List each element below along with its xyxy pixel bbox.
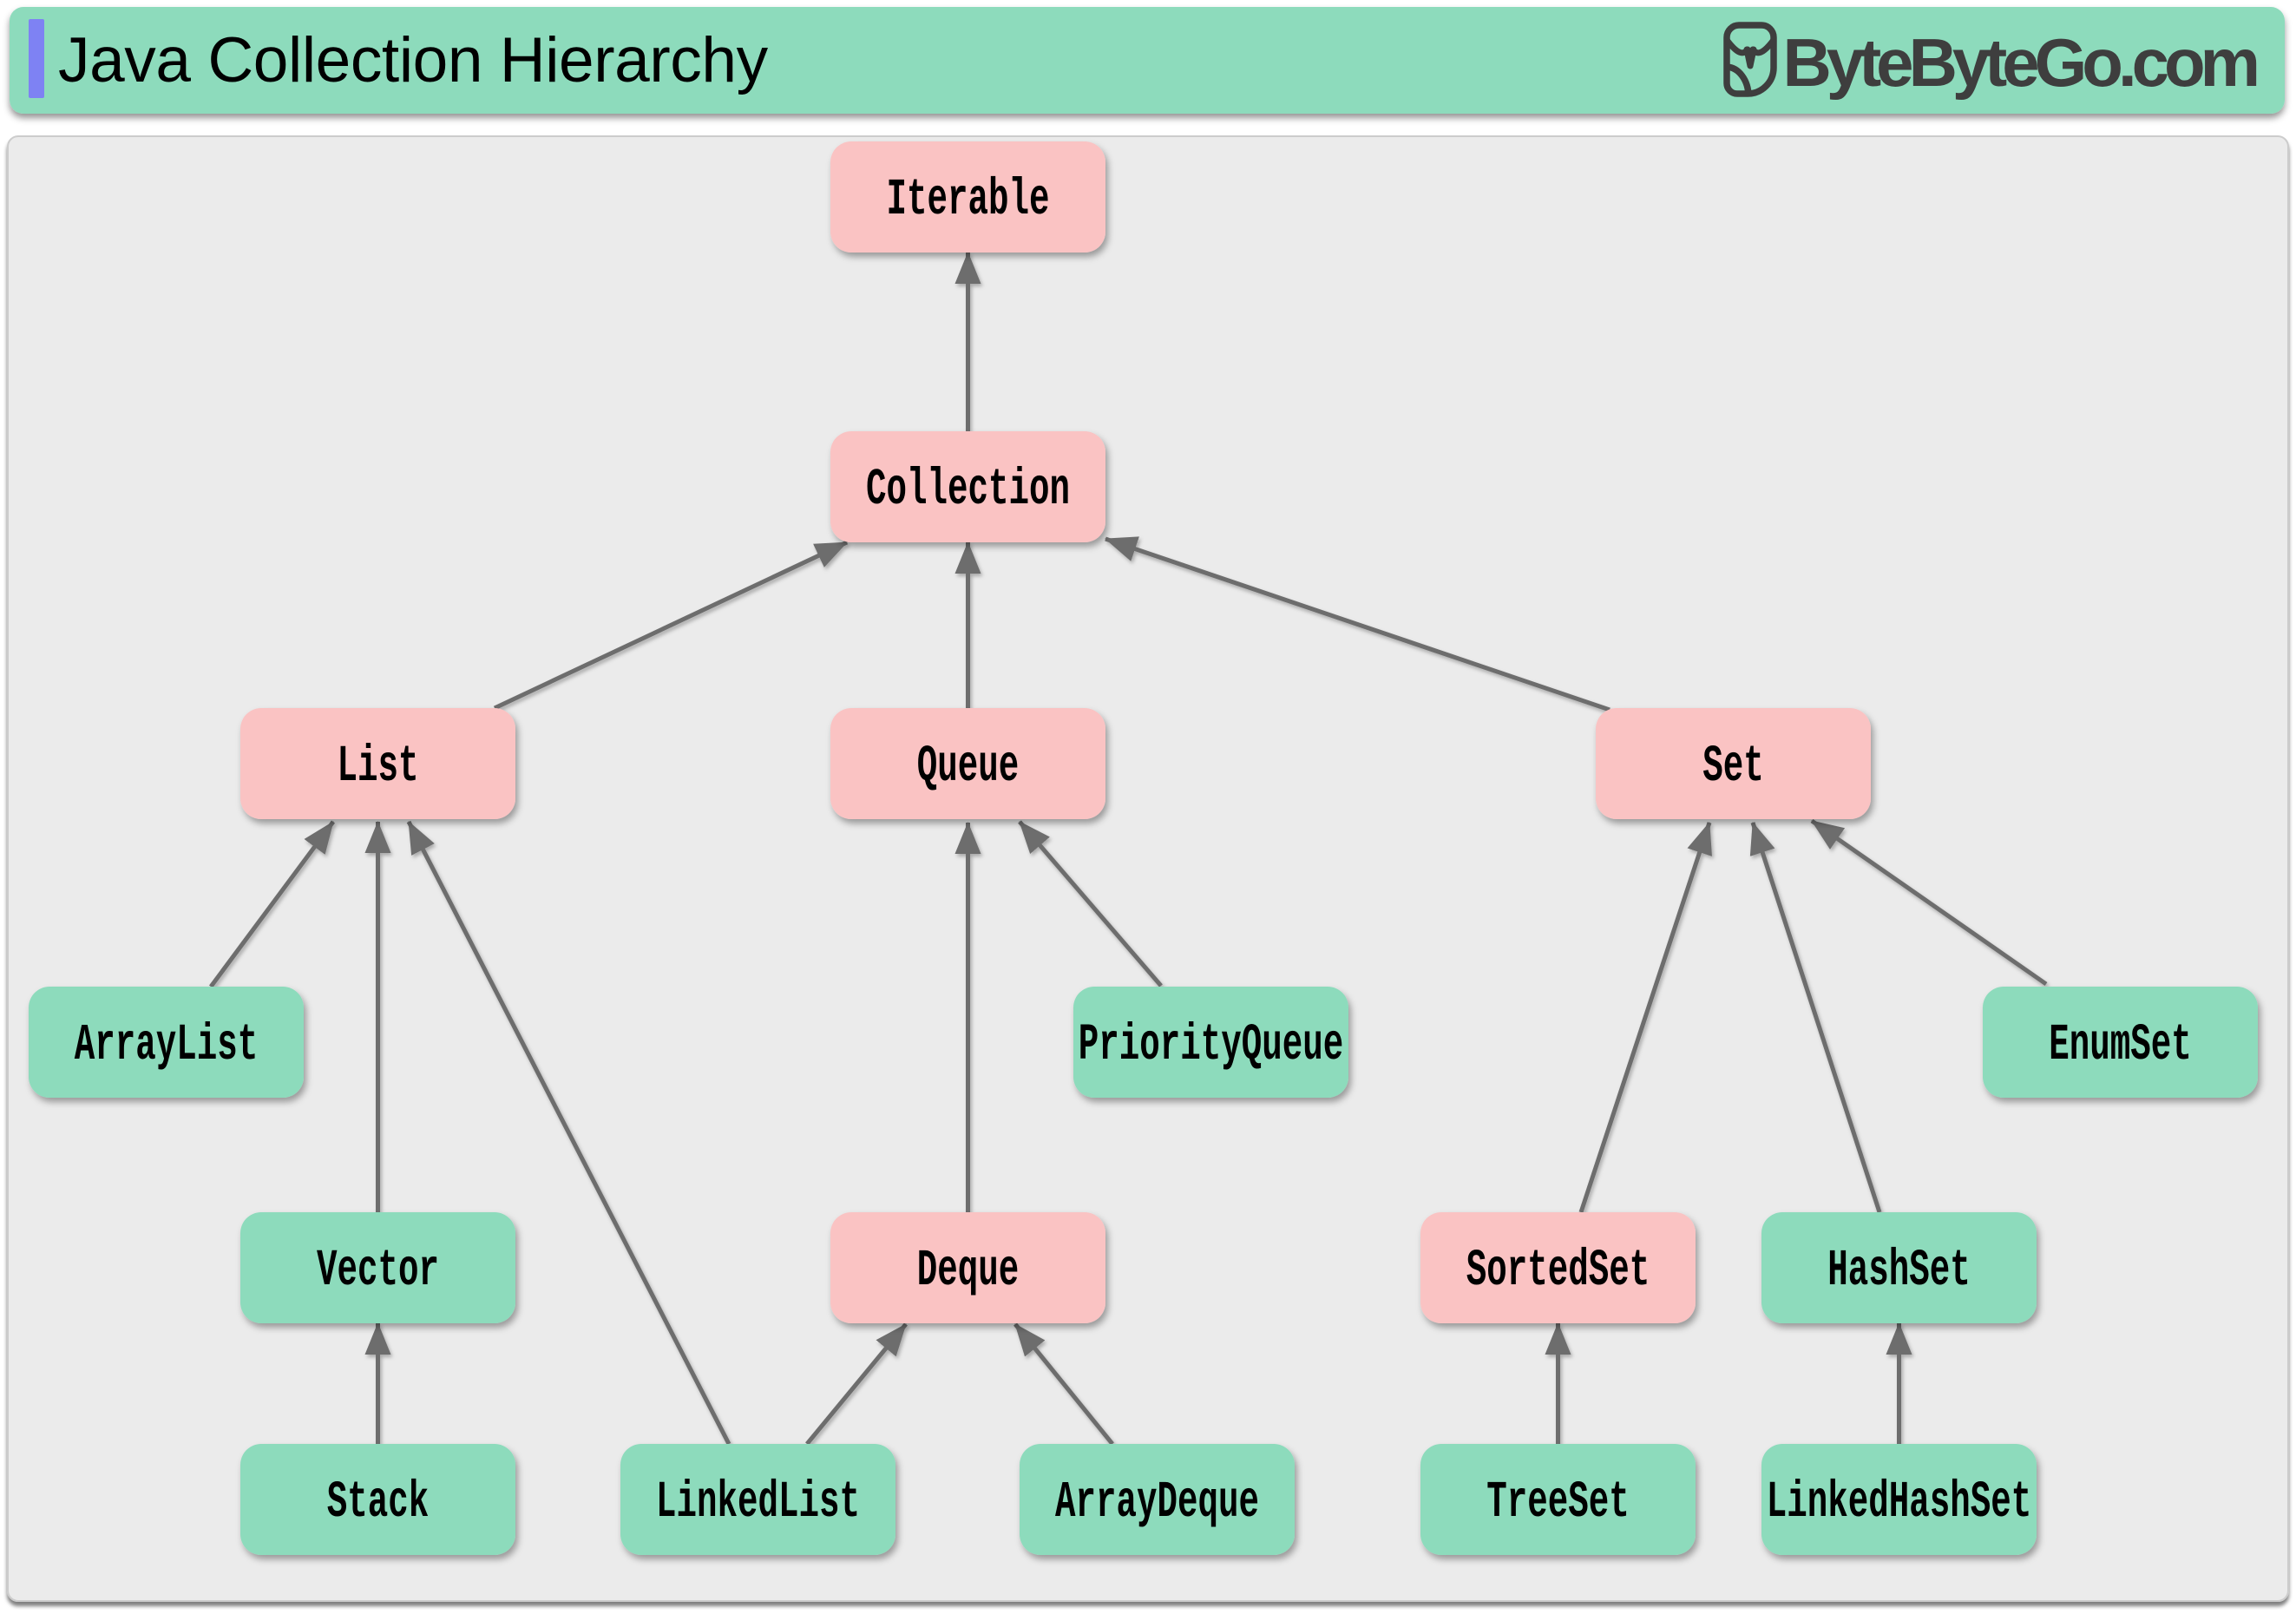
svg-text:Stack: Stack: [327, 1473, 430, 1532]
svg-text:LinkedList: LinkedList: [656, 1473, 860, 1532]
svg-text:Iterable: Iterable: [887, 171, 1050, 229]
svg-text:SortedSet: SortedSet: [1466, 1242, 1650, 1300]
svg-text:ArrayDeque: ArrayDeque: [1055, 1473, 1259, 1532]
svg-text:PriorityQueue: PriorityQueue: [1079, 1016, 1344, 1074]
svg-text:HashSet: HashSet: [1827, 1242, 1971, 1300]
svg-text:LinkedHashSet: LinkedHashSet: [1767, 1473, 2032, 1532]
svg-text:EnumSet: EnumSet: [2049, 1016, 2192, 1074]
svg-text:Set: Set: [1702, 738, 1764, 796]
svg-text:Java Collection Hierarchy: Java Collection Hierarchy: [58, 25, 769, 95]
svg-text:List: List: [338, 738, 419, 796]
svg-text:Queue: Queue: [917, 738, 1020, 796]
svg-text:Deque: Deque: [917, 1242, 1020, 1300]
svg-text:TreeSet: TreeSet: [1486, 1473, 1630, 1532]
svg-text:ByteByteGo.com: ByteByteGo.com: [1783, 24, 2257, 101]
svg-text:Vector: Vector: [317, 1242, 439, 1300]
svg-text:Collection: Collection: [866, 461, 1070, 519]
svg-text:ArrayList: ArrayList: [75, 1016, 259, 1074]
